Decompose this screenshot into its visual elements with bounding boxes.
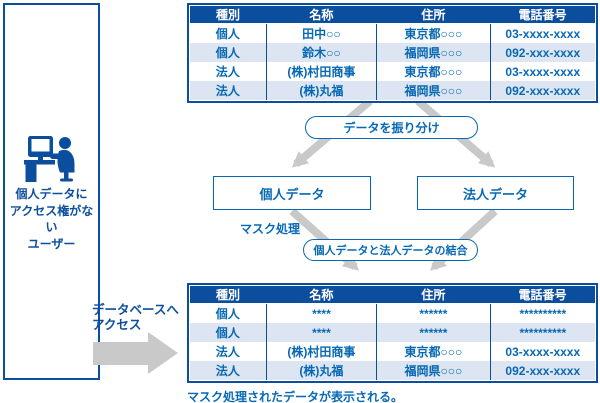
table-cell: 092-xxx-xxxx [489,361,595,380]
table-cell: (株)丸福 [265,81,377,100]
table-row: 個人 田中○○東京都○○○03-xxxx-xxxx [190,23,595,43]
db-access-line2: アクセス [92,317,142,332]
table-cell: 03-xxxx-xxxx [489,342,595,361]
table-row: 法人 (株)村田商事東京都○○○03-xxxx-xxxx [190,342,595,361]
user-at-computer-icon [23,136,80,182]
result-table-header-row: 種別名称住所電話番号 [190,286,595,304]
personal-data-box: 個人データ [213,176,371,210]
column-header: 種別 [190,286,267,304]
merge-step-pill: 個人データと法人データの結合 [303,239,478,261]
table-cell: (株)村田商事 [265,62,377,81]
table-row: 法人 (株)村田商事東京都○○○03-xxxx-xxxx [190,62,595,81]
table-cell: 法人 [215,65,240,79]
mask-process-label: マスク処理 [240,222,301,236]
sort-step-pill: データを振り分け [305,116,478,139]
column-header: 電話番号 [490,6,595,24]
table-cell: ****** [376,303,491,323]
corporate-data-box: 法人データ [417,176,574,210]
table-cell: 個人 [215,27,240,41]
table-cell: 福岡県○○○ [376,81,491,100]
table-cell: 田中○○ [265,23,377,43]
column-header: 電話番号 [490,286,595,304]
table-cell: 東京都○○○ [376,23,491,43]
table-row: 個人******************** [190,323,595,342]
source-table-header-row: 種別名称住所電話番号 [190,6,595,24]
user-panel: 個人データに アクセス権がない ユーザー [3,3,100,380]
user-label-line1: 個人データに [15,187,88,201]
table-cell: 個人 [215,307,240,321]
table-cell: 東京都○○○ [376,62,491,81]
table-cell: 092-xxx-xxxx [489,81,595,100]
db-access-label: データベースへ アクセス [92,303,179,332]
column-header: 住所 [376,6,491,24]
user-label: 個人データに アクセス権がない ユーザー [5,186,98,252]
table-cell: 東京都○○○ [376,342,491,361]
result-data-table: 種別名称住所電話番号 個人********************個人*****… [187,283,598,383]
table-cell: 法人 [215,364,240,378]
table-cell: 個人 [215,326,240,340]
db-access-line1: データベースへ [92,303,179,317]
table-row: 法人 (株)丸福福岡県○○○092-xxx-xxxx [190,361,595,380]
table-row: 個人******************** [190,303,595,323]
table-row: 法人 (株)丸福福岡県○○○092-xxx-xxxx [190,81,595,100]
table-cell: 法人 [215,84,240,98]
table-cell: 092-xxx-xxxx [489,43,595,62]
result-caption: マスク処理されたデータが表示される。 [187,390,404,403]
table-cell: 福岡県○○○ [376,43,491,62]
table-cell: ****** [376,323,491,342]
table-cell: 福岡県○○○ [376,361,491,380]
table-cell: **** [265,323,377,342]
table-cell: (株)丸福 [265,361,377,380]
table-cell: 03-xxxx-xxxx [489,23,595,43]
table-cell: ********** [489,323,595,342]
big-right-arrow-icon [93,332,178,374]
result-table-body: 個人********************個人****************… [190,303,595,380]
column-header: 名称 [266,6,377,24]
table-row: 個人 鈴木○○福岡県○○○092-xxx-xxxx [190,43,595,62]
table-cell: 03-xxxx-xxxx [489,62,595,81]
user-label-line3: ユーザー [27,236,76,251]
column-header: 名称 [266,286,377,304]
column-header: 種別 [190,6,267,24]
table-cell: **** [265,303,377,323]
column-header: 住所 [376,286,491,304]
table-cell: 鈴木○○ [265,43,377,62]
table-cell: 法人 [215,345,240,359]
user-label-line2: アクセス権がない [9,203,94,235]
table-cell: ********** [489,303,595,323]
table-cell: 個人 [215,46,240,60]
table-cell: (株)村田商事 [265,342,377,361]
